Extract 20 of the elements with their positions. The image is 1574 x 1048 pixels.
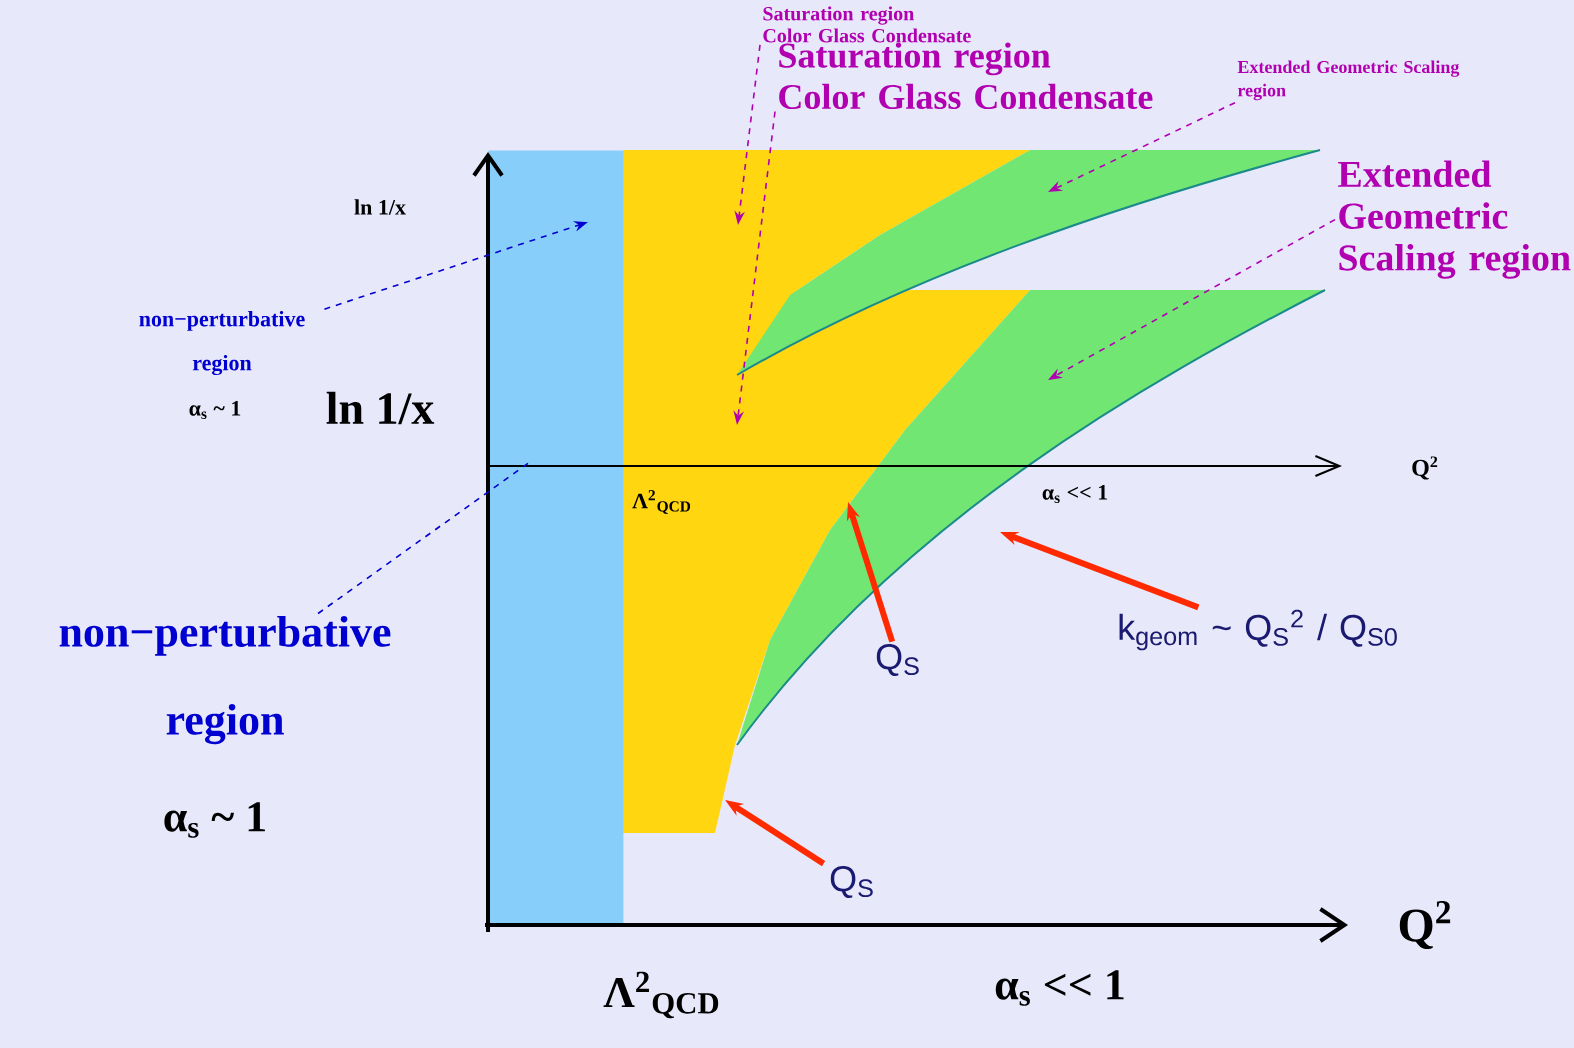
axis-label: Q$^{2}$ bbox=[1399, 900, 1451, 950]
quantity-label: k$_{geom}$ ~ Q$_{S}$$^{2}$ / Q$_{S0}$ bbox=[1119, 609, 1397, 651]
region-label: Saturation region Color Glass Condensate bbox=[763, 6, 971, 43]
region-label: Extended Geometric Scaling region bbox=[1237, 60, 1460, 101]
region-label: non−perturbative region bbox=[59, 615, 391, 745]
axis-label: ln 1/x bbox=[354, 199, 406, 215]
scale-label: Λ$^{2}$QCD bbox=[603, 971, 719, 1019]
coupling-label: α$_{s}$ << 1 bbox=[995, 970, 1124, 1006]
region-label: Saturation region Color Glass Condensate bbox=[779, 42, 1153, 110]
axis-label: Q$^{2}$ bbox=[1412, 456, 1438, 480]
quantity-label: Q$_{S}$ bbox=[876, 644, 919, 676]
axis-label: ln 1/x bbox=[326, 391, 435, 425]
leader-line bbox=[317, 461, 531, 615]
region-label: Extended Geometric Scaling region bbox=[1338, 160, 1571, 279]
region-band bbox=[488, 150, 624, 926]
quantity-label: Q$_{S}$ bbox=[830, 866, 873, 898]
coupling-label: α$_{s}$ ~ 1 bbox=[189, 401, 241, 419]
coupling-label: α$_{s}$ << 1 bbox=[1042, 485, 1108, 503]
coupling-label: α$_{s}$ ~ 1 bbox=[164, 802, 265, 838]
region-label: non−perturbative region bbox=[139, 310, 305, 376]
